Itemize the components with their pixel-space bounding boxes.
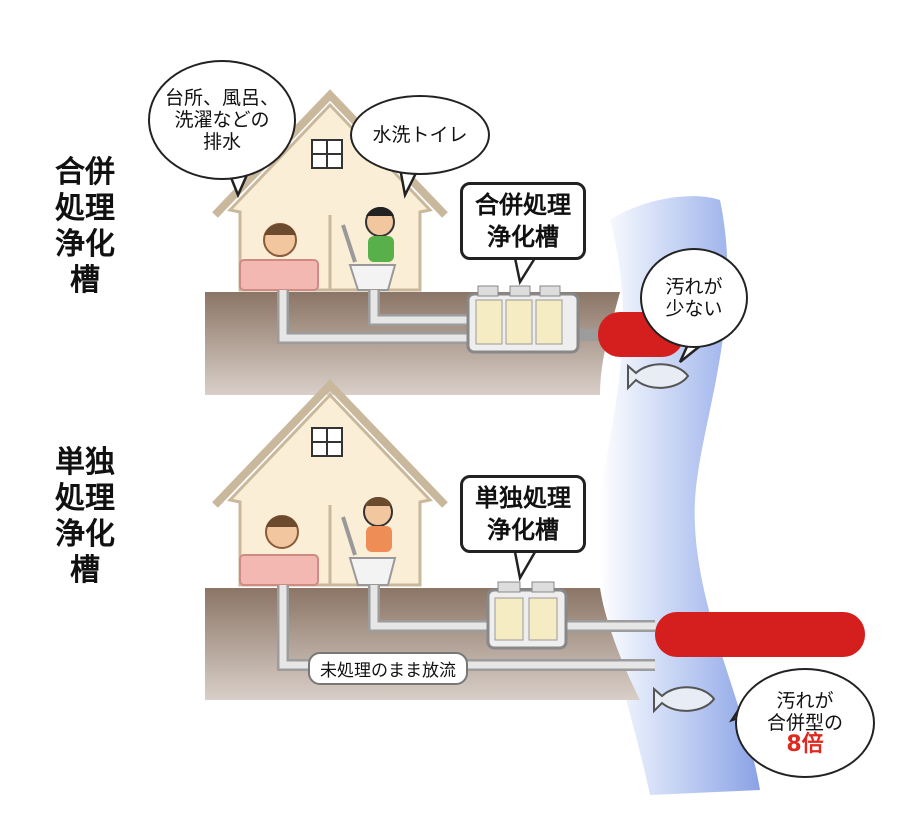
tank-label-line: 浄化槽 <box>487 516 559 544</box>
pollution-bottom <box>655 612 865 657</box>
bubble-less-dirty: 汚れが 少ない <box>640 248 748 348</box>
bubble-line: 汚れが <box>665 276 723 298</box>
bubble-kitchen-bath: 台所、風呂、 洗濯などの 排水 <box>148 60 296 180</box>
tank-label-single: 単独処理 浄化槽 <box>460 475 586 553</box>
tank-single <box>486 581 568 650</box>
house-top <box>212 89 448 292</box>
bubble-line: 水洗トイレ <box>372 124 468 146</box>
bubble-line: 合併型の <box>766 712 843 734</box>
tank-combined <box>466 285 580 354</box>
bubble-eight-times: 汚れが 合併型の 8倍 <box>735 668 875 778</box>
bubble-line: 排水 <box>202 131 241 153</box>
tank-label-combined: 合併処理 浄化槽 <box>460 182 586 260</box>
fish-bottom <box>653 686 716 714</box>
tank-label-line: 単独処理 <box>475 484 571 512</box>
label-untreated-discharge: 未処理のまま放流 <box>308 652 468 685</box>
bubble-line: 台所、風呂、 <box>164 87 279 109</box>
bubble-toilet: 水洗トイレ <box>350 95 490 175</box>
bubble-line: 少ない <box>665 298 723 320</box>
label-single-system: 単独処理浄化槽 <box>55 445 115 588</box>
bubble-line: 汚れが <box>776 690 834 712</box>
bubble-line: 洗濯などの <box>174 109 270 131</box>
emphasis-eight-times: 8倍 <box>786 732 824 757</box>
tank-label-line: 浄化槽 <box>487 223 559 251</box>
label-combined-system: 合併処理浄化槽 <box>55 155 115 298</box>
fish-top <box>627 363 690 391</box>
tank-label-line: 合併処理 <box>475 191 571 219</box>
house-bottom <box>212 379 448 587</box>
